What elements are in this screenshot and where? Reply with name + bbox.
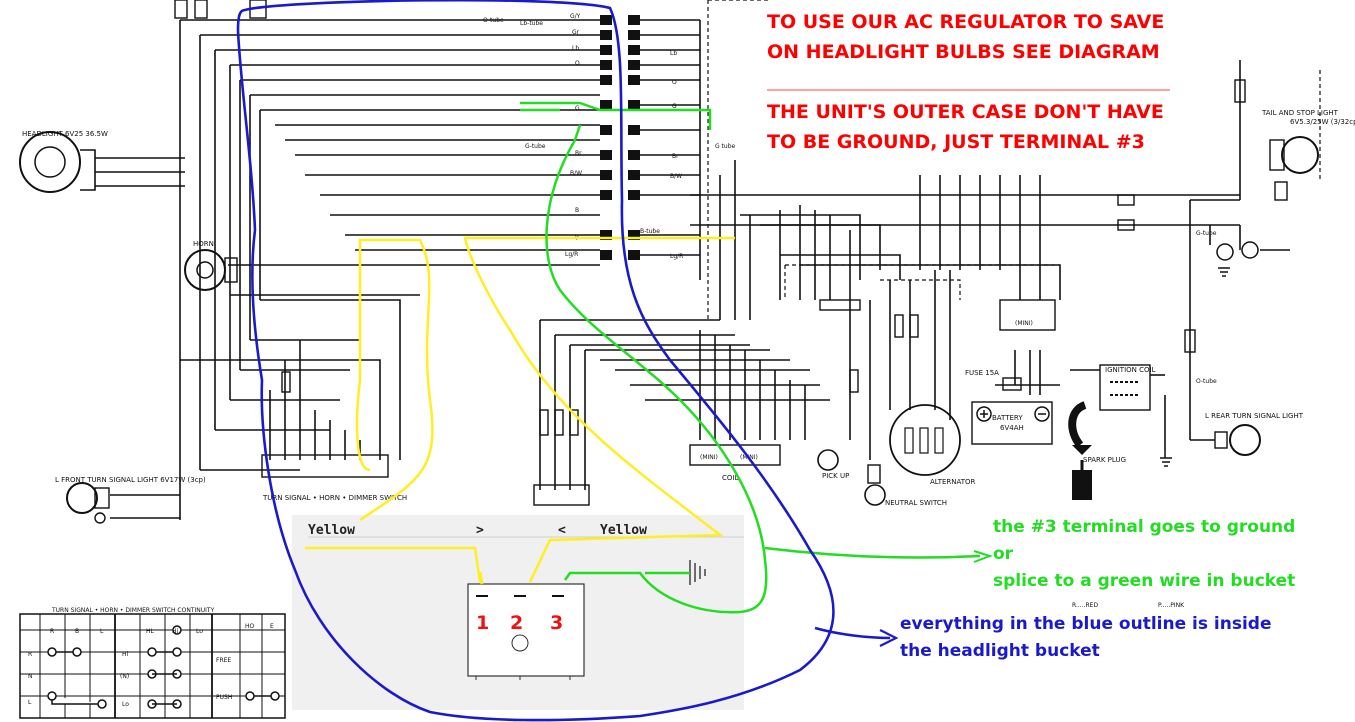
lb-tube-label: Lb-tube bbox=[520, 20, 543, 27]
tail-label: TAIL AND STOP LIGHT bbox=[1261, 109, 1339, 117]
blue-note-line-1: everything in the blue outline is inside bbox=[900, 614, 1271, 634]
battery-spec-label: 6V4AH bbox=[1000, 424, 1024, 432]
blue-notes: everything in the blue outline is inside… bbox=[900, 614, 1271, 661]
terminal-1-label: 1 bbox=[476, 612, 489, 634]
wire-label: Lb bbox=[572, 45, 579, 52]
wire-label: Br bbox=[575, 150, 582, 157]
spark-label: SPARK PLUG bbox=[1083, 456, 1126, 464]
red-note-line-2: ON HEADLIGHT BULBS SEE DIAGRAM bbox=[767, 41, 1160, 63]
front-turn-light-symbol bbox=[66, 482, 110, 524]
switch-label: TURN SIGNAL • HORN • DIMMER SWITCH bbox=[262, 494, 407, 502]
fuse-label: FUSE 15A bbox=[965, 369, 999, 377]
yellow-left-label: Yellow bbox=[308, 523, 355, 538]
wire-label: G/Y bbox=[570, 13, 581, 20]
table-col-ho: HO bbox=[245, 623, 255, 630]
tail-spec-label: 6V5.3/25W (3/32cp) bbox=[1290, 118, 1355, 126]
o-tube-label-2: O-tube bbox=[1196, 378, 1217, 385]
table-col-hi: Hi bbox=[172, 628, 179, 635]
pickup-symbol bbox=[817, 449, 839, 471]
green-wires bbox=[520, 101, 994, 614]
wire-label: G bbox=[672, 103, 677, 110]
tail-light-symbol bbox=[1241, 136, 1319, 259]
mini-label-3: (MINI) bbox=[1015, 320, 1033, 327]
terminal-2-label: 2 bbox=[510, 612, 523, 634]
pickup-label: PICK UP bbox=[822, 472, 849, 480]
yellow-wires bbox=[305, 236, 735, 585]
table-row-n2: (N) bbox=[120, 673, 129, 680]
mini-label-1: (MINI) bbox=[700, 454, 718, 461]
legend-red: R.....RED bbox=[1072, 602, 1098, 609]
red-note-line-3: THE UNIT'S OUTER CASE DON'T HAVE bbox=[767, 101, 1164, 123]
blue-outline bbox=[236, 0, 899, 722]
table-col-e: E bbox=[270, 623, 274, 630]
g-tube-label-2: G tube bbox=[715, 143, 736, 150]
g-tube-label: G-tube bbox=[525, 143, 546, 150]
table-col-lo: Lo bbox=[196, 628, 203, 635]
yellow-right-label: Yellow bbox=[600, 523, 647, 538]
continuity-table-title: TURN SIGNAL • HORN • DIMMER SWITCH CONTI… bbox=[51, 607, 215, 614]
wire-label: Lg/R bbox=[670, 253, 683, 260]
table-row-push: PUSH bbox=[216, 694, 232, 701]
table-row-n: N bbox=[28, 673, 33, 680]
red-notes: TO USE OUR AC REGULATOR TO SAVE ON HEADL… bbox=[767, 11, 1170, 153]
table-row-r: R bbox=[28, 651, 32, 658]
arrow-left-glyph: < bbox=[558, 523, 566, 538]
wire-label: Lb bbox=[670, 50, 677, 57]
green-notes: the #3 terminal goes to ground or splice… bbox=[993, 517, 1295, 591]
ignition-label: IGNITION COIL bbox=[1105, 366, 1156, 374]
wire-label: Gr bbox=[572, 29, 580, 36]
legend-pink: P.....PINK bbox=[1158, 602, 1185, 609]
headlight-label: HEADLIGHT 6V25 36.5W bbox=[22, 130, 108, 138]
rear-turn-label: L REAR TURN SIGNAL LIGHT bbox=[1205, 412, 1304, 420]
wire-label: G bbox=[575, 105, 580, 112]
spark-plug-symbol bbox=[1068, 401, 1092, 500]
table-row-lo: Lo bbox=[122, 701, 129, 708]
table-col-b: B bbox=[75, 628, 79, 635]
battery-symbol bbox=[976, 406, 1050, 422]
horn-symbol bbox=[184, 249, 238, 291]
blue-note-line-2: the headlight bucket bbox=[900, 641, 1100, 661]
continuity-table: TURN SIGNAL • HORN • DIMMER SWITCH CONTI… bbox=[19, 607, 286, 719]
wire-label: O bbox=[672, 79, 677, 86]
red-note-line-4: TO BE GROUND, JUST TERMINAL #3 bbox=[767, 131, 1145, 153]
horn-label: HORN bbox=[193, 240, 214, 248]
b-tube-label: B-tube bbox=[640, 228, 660, 235]
green-note-line-1: the #3 terminal goes to ground bbox=[993, 517, 1295, 537]
ac-regulator-box bbox=[467, 583, 585, 677]
coil-label: COIL bbox=[722, 474, 738, 482]
table-row-free: FREE bbox=[216, 657, 231, 664]
wire-label: Lg/R bbox=[565, 251, 578, 258]
rear-turn-light-symbol bbox=[1214, 424, 1261, 456]
neutral-switch-symbol bbox=[864, 484, 886, 506]
neutral-label: NEUTRAL SWITCH bbox=[885, 499, 947, 507]
table-col-l: L bbox=[100, 628, 104, 635]
front-turn-label: L FRONT TURN SIGNAL LIGHT 6V17W (3cp) bbox=[55, 476, 206, 484]
wire-label: O bbox=[575, 60, 580, 67]
o-tube-label: O-tube bbox=[483, 17, 504, 24]
arrow-right-glyph: > bbox=[476, 523, 484, 538]
ignition-coil-symbol bbox=[1110, 381, 1140, 396]
schematic-wires bbox=[95, 0, 1321, 520]
table-row-l: L bbox=[28, 699, 32, 706]
table-col-hl: HL bbox=[146, 628, 155, 635]
green-note-line-2: or bbox=[993, 544, 1014, 564]
wire-label: Br bbox=[672, 153, 679, 160]
alternator-symbol bbox=[889, 404, 961, 476]
wire-label: B/W bbox=[670, 173, 682, 180]
wire-label: B bbox=[575, 207, 579, 214]
terminal-3-label: 3 bbox=[550, 612, 563, 634]
g-tube-label-3: G-tube bbox=[1196, 230, 1217, 237]
regulator-panel: 1 2 3 Yellow > < Yellow bbox=[292, 515, 744, 710]
green-note-line-3: splice to a green wire in bucket bbox=[993, 571, 1295, 591]
wire-label: B/W bbox=[570, 170, 582, 177]
alternator-label: ALTERNATOR bbox=[930, 478, 976, 486]
table-row-hi: Hi bbox=[122, 651, 129, 658]
ground-symbols bbox=[1160, 243, 1234, 467]
table-col-r: R bbox=[50, 628, 54, 635]
wire-color-labels: G/Y Gr Lb Lb O O G G Br Br B/W B/W B Y L… bbox=[565, 13, 683, 260]
battery-label: BATTERY bbox=[992, 414, 1023, 422]
headlight-symbol bbox=[19, 131, 96, 193]
red-note-line-1: TO USE OUR AC REGULATOR TO SAVE bbox=[767, 11, 1164, 33]
